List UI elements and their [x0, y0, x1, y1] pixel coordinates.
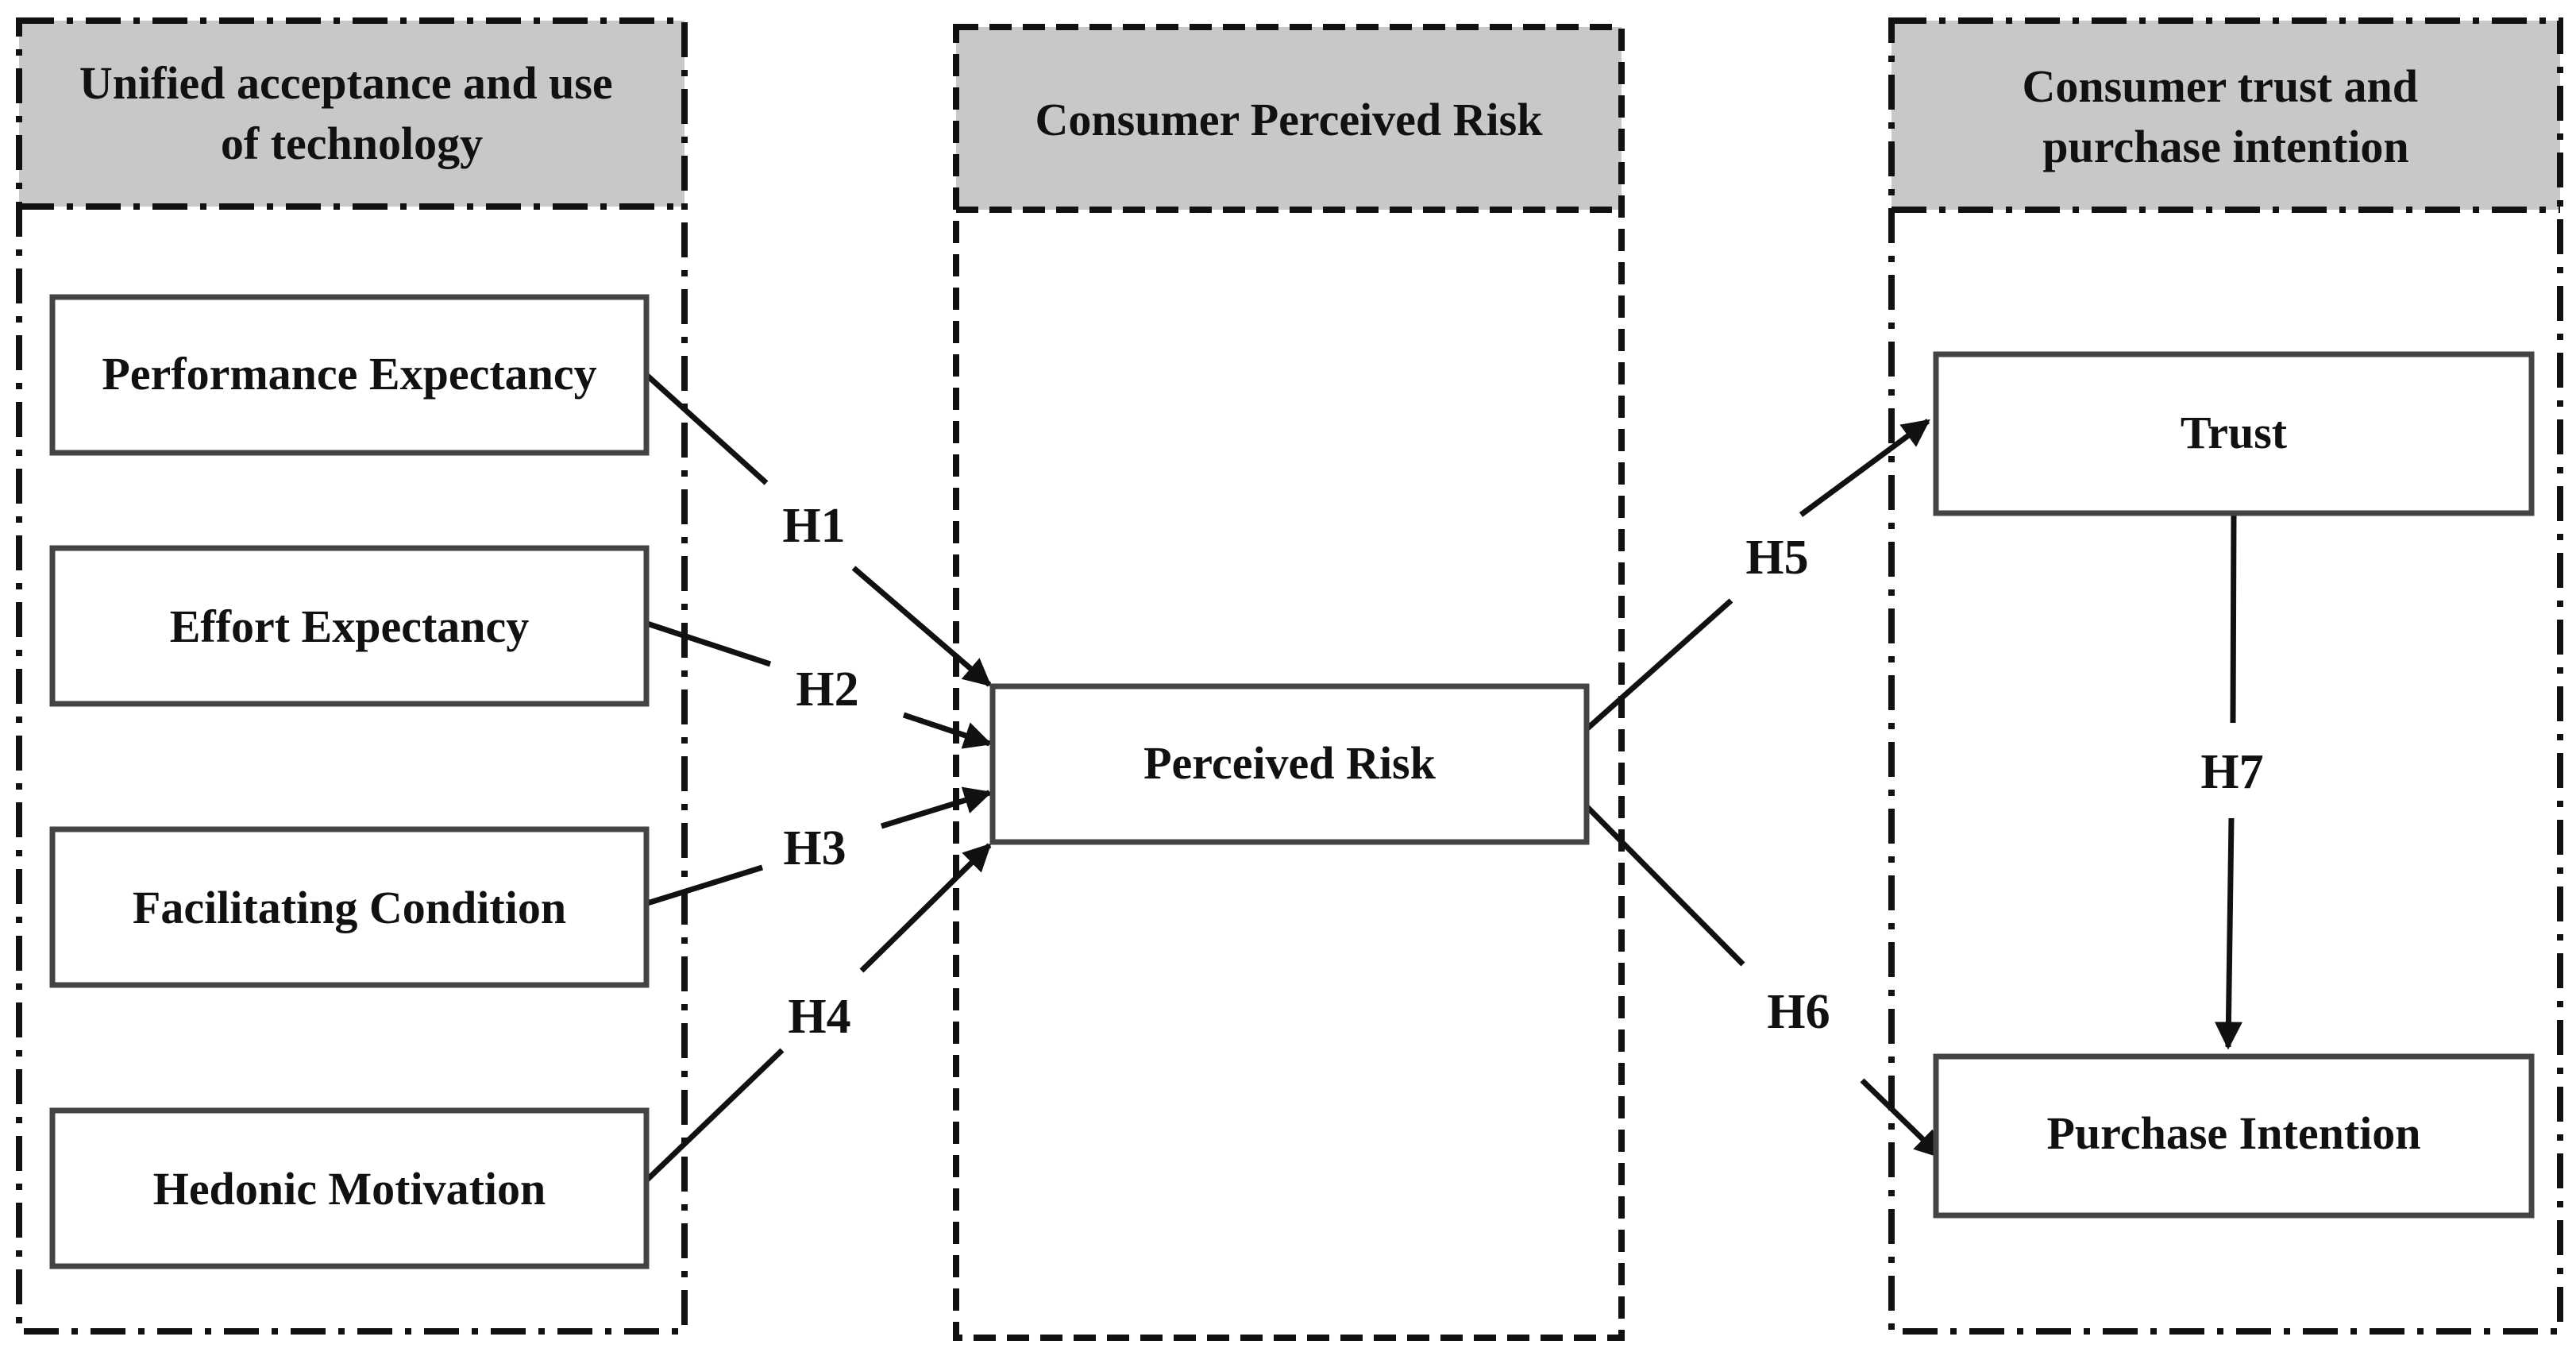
group-risk-frame — [953, 24, 1625, 1341]
edge-h6-seg1 — [1584, 804, 1745, 967]
node-effort-expectancy-label: Effort Expectancy — [170, 601, 530, 652]
group-outcome-header — [1892, 21, 2560, 210]
node-purchase-intention-label: Purchase Intention — [2046, 1107, 2420, 1159]
edge-h1-seg2 — [851, 566, 992, 687]
group-outcome-title-line2: purchase intention — [2042, 121, 2408, 172]
edge-h4-seg1 — [642, 1048, 785, 1184]
edge-h6-seg2 — [1860, 1078, 1943, 1159]
node-facilitating-condition-label: Facilitating Condition — [133, 882, 566, 933]
edge-h4-seg2 — [859, 843, 992, 973]
edge-h7-seg1 — [2230, 514, 2237, 724]
label-h1: H1 — [782, 499, 845, 553]
edge-h3-seg1 — [643, 864, 764, 907]
edge-h1-seg1 — [642, 371, 769, 485]
edge-h5-seg1 — [1584, 598, 1733, 732]
label-h7: H7 — [2200, 745, 2263, 799]
group-utaut-header — [19, 21, 684, 207]
group-outcome-frame — [1888, 17, 2563, 1335]
label-h5: H5 — [1745, 531, 1808, 585]
group-outcome: Consumer trust and purchase intention — [1888, 17, 2563, 1335]
node-perceived-risk-label: Perceived Risk — [1143, 737, 1436, 789]
edges — [642, 371, 2242, 1184]
edge-h2-seg2 — [902, 712, 993, 749]
group-utaut-title: Unified acceptance and use of technology — [79, 57, 624, 169]
node-trust: Trust — [1933, 351, 2535, 516]
edge-h3-seg2 — [880, 786, 993, 829]
edge-h5-seg2 — [1799, 419, 1930, 517]
edge-h7-seg2 — [2214, 817, 2242, 1050]
group-utaut-title-line2: of technology — [221, 118, 483, 169]
node-facilitating-condition: Facilitating Condition — [49, 826, 650, 988]
group-outcome-title: Consumer trust and purchase intention — [2023, 60, 2430, 172]
node-hedonic-motivation-label: Hedonic Motivation — [153, 1163, 546, 1215]
node-performance-expectancy: Performance Expectancy — [49, 294, 650, 456]
edge-h2-seg1 — [643, 620, 772, 667]
group-utaut-frame — [16, 17, 688, 1335]
group-utaut: Unified acceptance and use of technology — [16, 17, 688, 1335]
node-perceived-risk: Perceived Risk — [989, 683, 1590, 845]
node-trust-label: Trust — [2181, 407, 2288, 458]
group-risk-header — [956, 27, 1622, 210]
node-effort-expectancy: Effort Expectancy — [49, 545, 650, 707]
group-risk: Consumer Perceived Risk — [953, 24, 1625, 1341]
group-outcome-title-line1: Consumer trust and — [2023, 60, 2418, 112]
label-h3: H3 — [783, 821, 846, 875]
label-h4: H4 — [788, 990, 850, 1044]
hypothesis-labels: H1 H2 H3 H4 H5 H6 H7 — [782, 499, 2263, 1044]
node-performance-expectancy-label: Performance Expectancy — [102, 348, 596, 400]
label-h2: H2 — [796, 662, 858, 717]
label-h6: H6 — [1767, 985, 1830, 1039]
node-hedonic-motivation: Hedonic Motivation — [49, 1107, 650, 1269]
group-risk-title: Consumer Perceived Risk — [1035, 94, 1543, 145]
node-purchase-intention: Purchase Intention — [1933, 1053, 2535, 1219]
group-utaut-title-line1: Unified acceptance and use — [79, 57, 613, 109]
